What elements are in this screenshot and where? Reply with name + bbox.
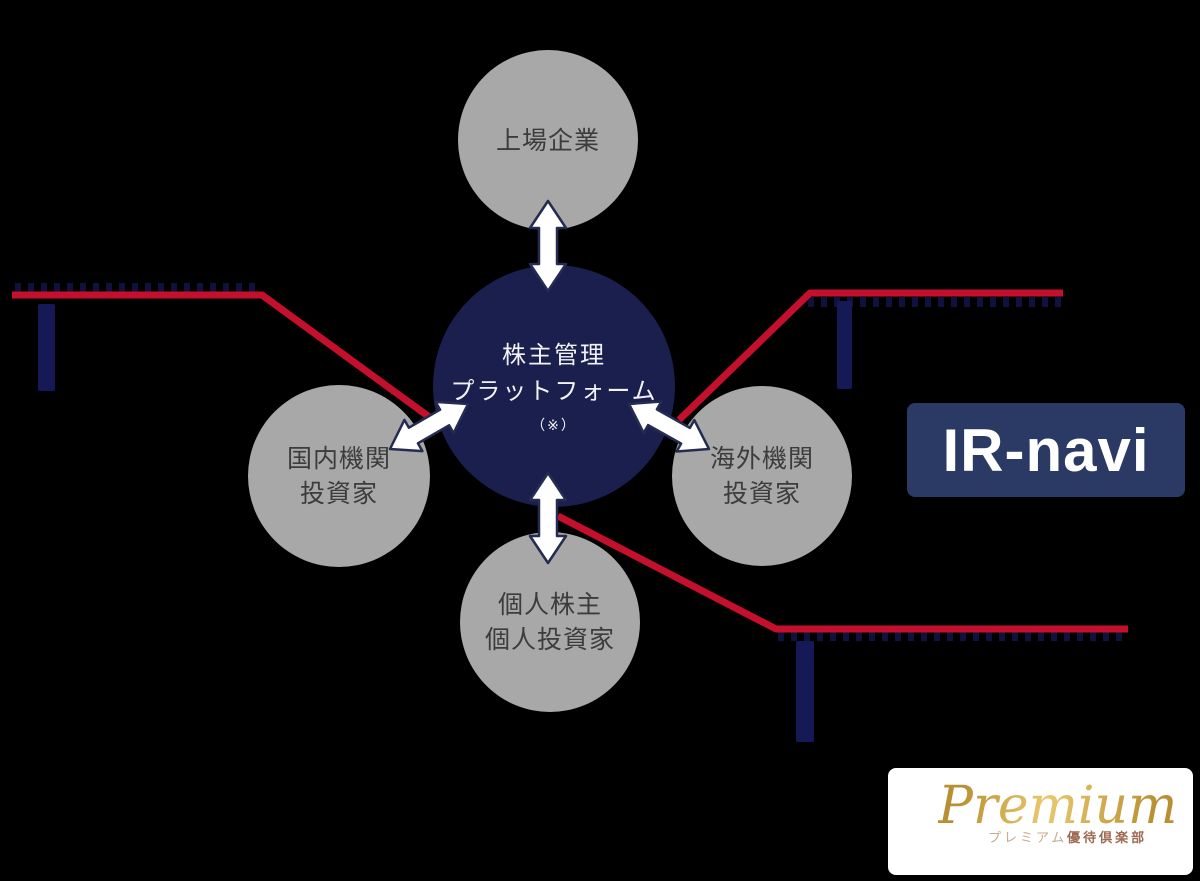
ir-navi-badge: IR-navi [907,403,1185,497]
platform-label-line1: 株主管理 [502,341,606,369]
double-arrow-left-icon [388,400,470,453]
individual-shareholders-label-line1: 個人株主 [497,590,602,619]
premium-yutai-club-logo: Premium プレミアム優待倶楽部 [888,768,1193,875]
node-listed-companies-label: 上場企業 [495,125,600,155]
node-overseas-institutional-investors: 海外機関 投資家 [672,386,852,566]
premium-subtext-light: プレミアム [988,831,1068,846]
overseas-investors-label-line2: 投資家 [722,479,801,508]
double-arrow-top-icon [528,199,568,293]
callout-text-remnant-right [808,297,1066,307]
callout-text-bar-right [837,301,852,389]
callout-text-remnant-left [15,283,260,294]
node-shareholder-platform: 株主管理 プラットフォーム （※） [433,265,675,507]
overseas-investors-label-line1: 海外機関 [709,444,814,473]
premium-subtext-bold: 優待倶楽部 [1067,831,1148,846]
callout-text-bar-bottom [796,641,814,742]
platform-label-line2: プラットフォーム [450,377,658,405]
domestic-investors-label-line2: 投資家 [299,479,378,508]
callout-text-bar-left [38,304,55,391]
node-domestic-institutional-investors: 国内機関 投資家 [248,385,430,567]
callout-line-right [676,289,1063,423]
premium-logo-script: Premium [938,776,1178,836]
individual-shareholders-label-line2: 個人投資家 [484,625,615,654]
double-arrow-right-icon [627,400,711,453]
domestic-investors-label-line1: 国内機関 [286,444,391,473]
platform-footnote-mark: （※） [531,418,577,434]
callout-line-left [12,291,435,422]
node-individual-shareholders: 個人株主 個人投資家 [460,532,640,712]
callout-line-bottom [556,512,1128,633]
ir-navi-label: IR-navi [942,416,1150,484]
double-arrow-bottom-icon [528,471,568,565]
callout-text-remnant-bottom [778,631,1122,641]
premium-logo-subtext: プレミアム優待倶楽部 [988,827,1147,846]
